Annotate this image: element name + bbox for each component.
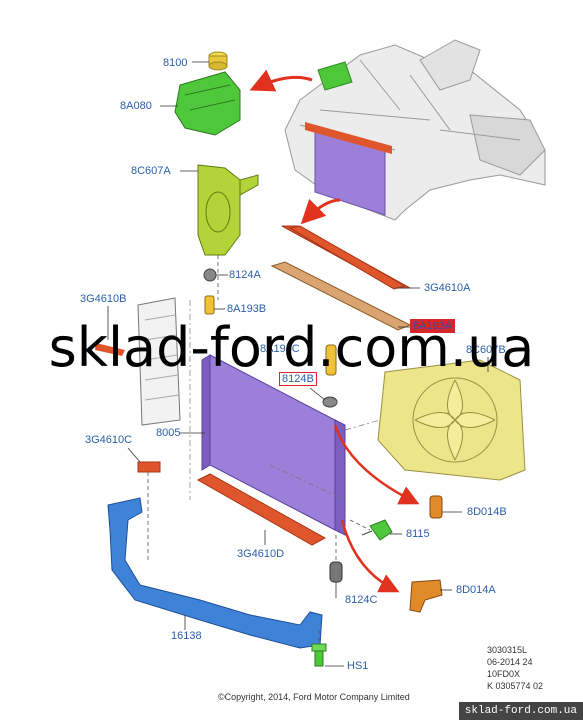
info-line-4: K 0305774 02 bbox=[487, 681, 544, 691]
radiator-8005 bbox=[201, 354, 346, 536]
arrow-to-8D014A bbox=[340, 519, 400, 593]
watermark: sklad-ford.com.ua bbox=[48, 316, 535, 379]
sensor-8115 bbox=[361, 519, 393, 541]
label-8C607B: 8C607B bbox=[466, 344, 506, 356]
grommet-8124A bbox=[203, 268, 217, 282]
label-8A193B: 8A193B bbox=[227, 303, 267, 315]
small-pad-3G4610B bbox=[95, 343, 125, 356]
bracket-8C607A bbox=[197, 164, 259, 256]
label-8A080: 8A080 bbox=[120, 100, 152, 112]
label-16138: 16138 bbox=[171, 630, 202, 642]
label-8124A: 8124A bbox=[229, 269, 261, 281]
label-8A193C: 8A193C bbox=[260, 343, 300, 355]
guide-line bbox=[344, 419, 381, 431]
label-8D014B: 8D014B bbox=[467, 506, 507, 518]
intercooler bbox=[137, 297, 181, 426]
grommet-8124C bbox=[329, 561, 343, 583]
label-8124B: 8124B bbox=[279, 372, 317, 386]
info-line-3: 10FD0X bbox=[487, 669, 521, 679]
label-3G4610A: 3G4610A bbox=[424, 282, 471, 294]
copyright-text: ©Copyright, 2014, Ford Motor Company Lim… bbox=[218, 692, 410, 702]
label-8A193A: 8A193A bbox=[410, 319, 456, 333]
pad-3G4610C bbox=[137, 461, 161, 473]
arrow-to-8D014B bbox=[333, 424, 420, 505]
hose-8D014A bbox=[409, 579, 443, 613]
fan-shroud-8C607B bbox=[377, 359, 526, 481]
cap-8100 bbox=[208, 51, 228, 71]
pad-3G4610A bbox=[288, 225, 407, 290]
frame-pad-top bbox=[305, 122, 392, 154]
lower-support-16138 bbox=[107, 497, 323, 649]
label-3G4610C: 3G4610C bbox=[85, 434, 133, 446]
grommet-8124B bbox=[322, 396, 338, 408]
info-line-2: 06-2014 24 bbox=[487, 657, 533, 667]
bushing-8A193B bbox=[204, 295, 215, 315]
hose-8D014B bbox=[429, 495, 443, 519]
arrow-to-tank bbox=[249, 69, 313, 92]
footer-url-badge: sklad-ford.com.ua bbox=[458, 702, 583, 720]
info-line-1: 3030315L bbox=[487, 645, 528, 655]
expansion-tank-8A080 bbox=[174, 71, 241, 136]
label-8115: 8115 bbox=[406, 528, 430, 540]
arrow-to-pad bbox=[300, 198, 341, 225]
label-8005: 8005 bbox=[156, 427, 181, 439]
label-8100: 8100 bbox=[163, 57, 188, 69]
label-8124C: 8124C bbox=[345, 594, 378, 606]
frame-tank bbox=[317, 61, 353, 91]
label-3G4610D: 3G4610D bbox=[237, 548, 285, 560]
label-HS1: HS1 bbox=[347, 660, 369, 672]
label-8D014A: 8D014A bbox=[456, 584, 496, 596]
label-8C607A: 8C607A bbox=[131, 165, 171, 177]
label-3G4610B: 3G4610B bbox=[80, 293, 127, 305]
pad-3G4610D bbox=[196, 473, 327, 546]
bushing-8A193C bbox=[325, 344, 337, 376]
bolt-HS1 bbox=[311, 643, 327, 667]
